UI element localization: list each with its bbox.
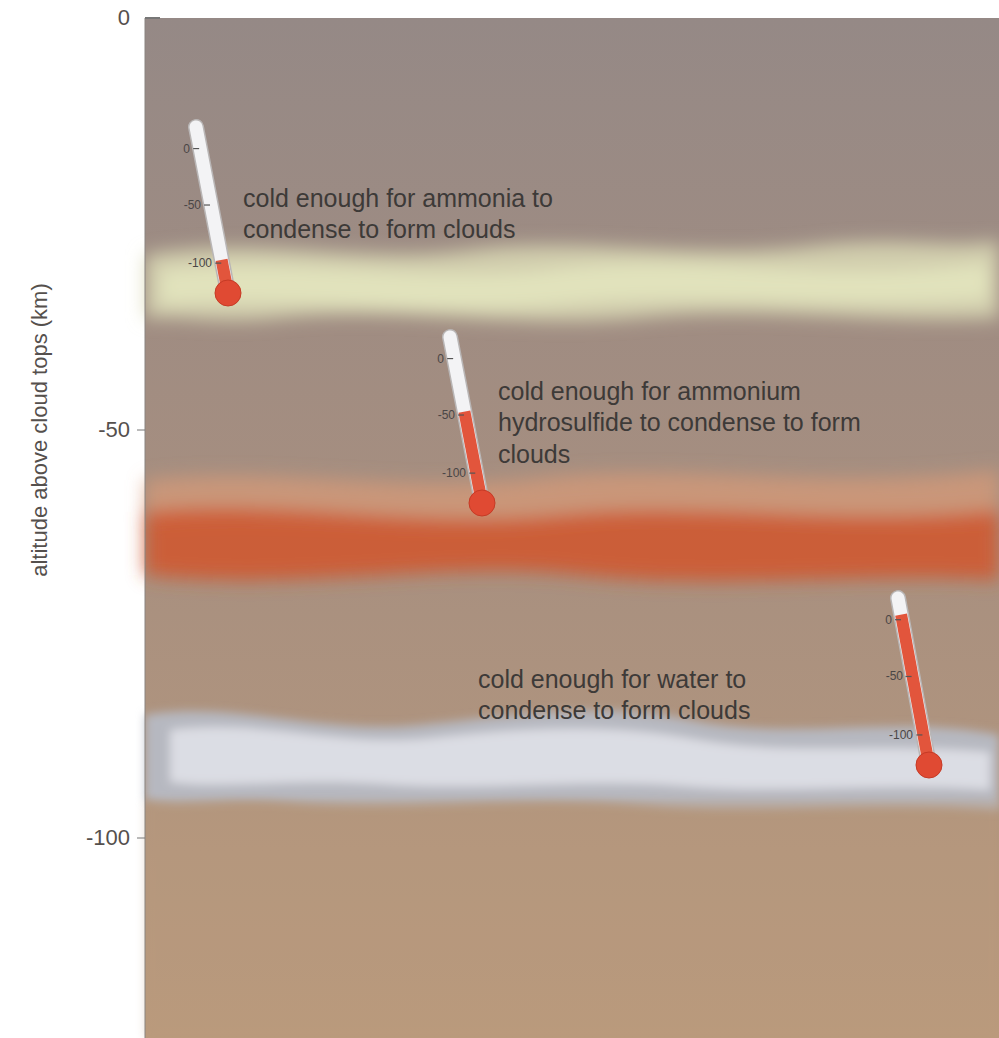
thermometer-mercury bbox=[901, 615, 929, 765]
thermometer-tick bbox=[458, 414, 464, 415]
thermometer-tick bbox=[895, 619, 901, 620]
thermometer-bulb bbox=[916, 752, 942, 778]
axis-tick-label: -100 bbox=[86, 825, 130, 851]
thermometer-tick bbox=[193, 148, 199, 149]
ammonium-hydrosulfide-cloud-layer bbox=[145, 470, 999, 581]
callout-text: cold enough for water to condense to for… bbox=[478, 664, 853, 727]
thermometer-scale-label: -100 bbox=[188, 256, 212, 270]
thermometer bbox=[447, 337, 495, 516]
thermometer-scale-label: -50 bbox=[886, 669, 903, 683]
thermometer-mercury bbox=[464, 412, 482, 503]
thermometer-scale-label: 0 bbox=[437, 352, 444, 366]
thermometer-scale-label: 0 bbox=[183, 142, 190, 156]
thermometer-tick bbox=[916, 734, 922, 735]
thermometer-scale-label: 0 bbox=[885, 613, 892, 627]
thermometer-scale-label: -100 bbox=[889, 728, 913, 742]
thermometer bbox=[895, 598, 942, 778]
thermometer-tick bbox=[204, 204, 210, 205]
atmosphere-ground bbox=[145, 18, 999, 1038]
thermometer-bulb bbox=[469, 490, 495, 516]
callout-text: cold enough for ammonium hydrosulfide to… bbox=[498, 376, 918, 470]
callout-text: cold enough for ammonia to condense to f… bbox=[243, 183, 653, 246]
axis-tick bbox=[145, 17, 160, 19]
thermometer-scale-label: -100 bbox=[442, 466, 466, 480]
thermometer-scale-label: -50 bbox=[184, 198, 201, 212]
thermometer-tick bbox=[469, 473, 475, 474]
axis-title: altitude above cloud tops (km) bbox=[27, 283, 53, 577]
thermometer-tick bbox=[447, 358, 453, 359]
axis-tick-label: 0 bbox=[118, 5, 130, 31]
thermometer bbox=[193, 127, 241, 306]
thermometer-scale-label: -50 bbox=[438, 408, 455, 422]
water-cloud-layer bbox=[145, 711, 999, 810]
thermometer-tick bbox=[906, 676, 912, 677]
thermometer-bulb bbox=[215, 280, 241, 306]
deep-atmosphere bbox=[145, 800, 999, 1038]
thermometer-tick bbox=[215, 263, 221, 264]
axis-tick bbox=[137, 838, 145, 839]
axis-tick-label: -50 bbox=[98, 417, 130, 443]
axis-line bbox=[145, 18, 146, 1038]
ammonia-cloud-layer bbox=[145, 240, 999, 321]
axis-tick bbox=[137, 430, 145, 431]
